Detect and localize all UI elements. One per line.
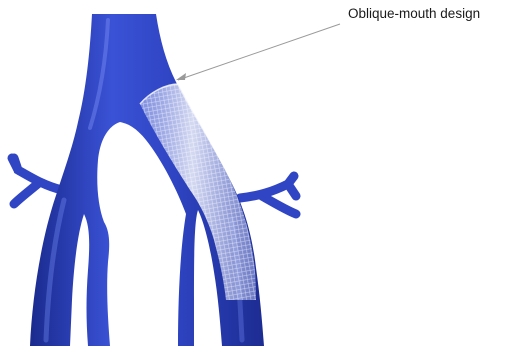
venous-stent (140, 84, 256, 300)
right-tributary (240, 176, 296, 214)
callout-label: Oblique-mouth design (348, 6, 480, 21)
callout-arrow (176, 24, 340, 80)
left-tributary (12, 158, 62, 204)
